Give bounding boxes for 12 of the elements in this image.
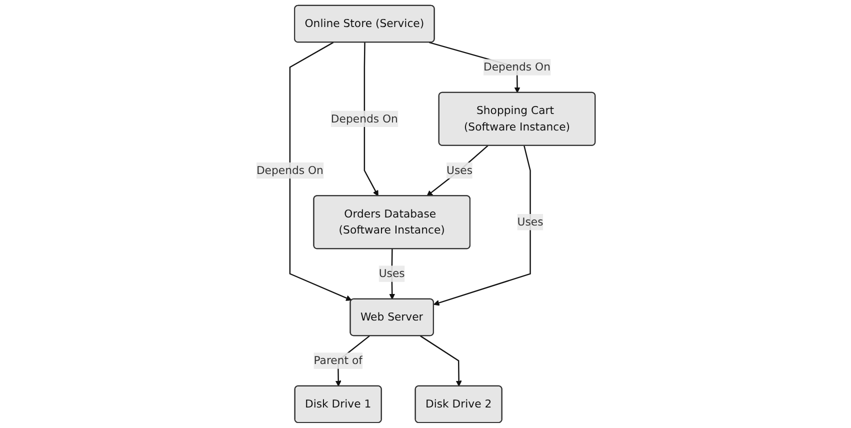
arrow <box>364 42 378 196</box>
edge-label: Depends On <box>483 60 550 74</box>
edge-label: Uses <box>517 215 543 228</box>
arrow <box>289 42 352 301</box>
arrow <box>420 335 462 386</box>
arrow <box>433 146 531 306</box>
edge-label: Uses <box>378 266 405 280</box>
arrow <box>426 145 488 196</box>
edge-label: Depends On <box>330 112 398 125</box>
edge-label: Parent of <box>313 354 362 367</box>
edge-label: Uses <box>446 164 472 177</box>
edge-label: Depends On <box>256 164 324 177</box>
